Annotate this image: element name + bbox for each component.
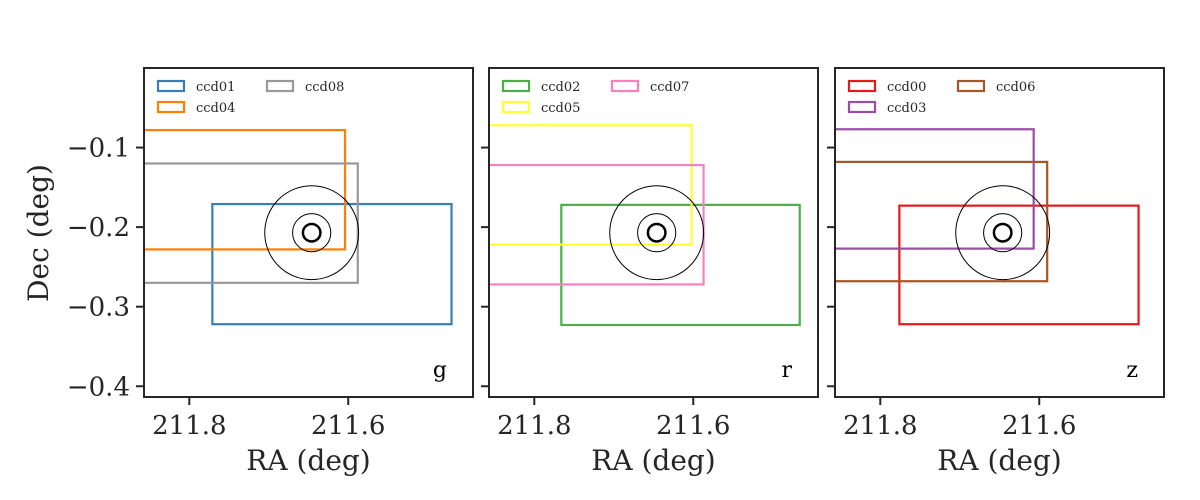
band-label: r (781, 358, 792, 383)
legend-swatch-ccd07 (610, 79, 640, 93)
aperture-circle-1 (609, 185, 705, 281)
x-tick-label: 211.6 (311, 411, 385, 441)
aperture-circle-1 (955, 185, 1051, 281)
aperture-circle-1 (264, 185, 360, 281)
legend-label-ccd06: ccd06 (996, 80, 1035, 95)
ccd-footprint-ccd08 (144, 162, 359, 284)
legend-swatch-ccd02 (501, 79, 531, 93)
ccd-footprint-ccd06 (835, 160, 1049, 283)
legend-label-ccd07: ccd07 (650, 80, 689, 95)
legend-label-ccd05: ccd05 (541, 101, 580, 116)
ccd-footprint-ccd05 (489, 124, 693, 246)
x-axis-label: RA (deg) (937, 444, 1061, 477)
legend-label-ccd04: ccd04 (196, 101, 235, 116)
target-marker (992, 222, 1013, 243)
x-tick-label: 211.8 (843, 411, 917, 441)
legend-swatch-ccd00 (847, 79, 877, 93)
plot-area (489, 124, 801, 327)
panel-g: 211.8 211.6RA (deg) −0.1 −0.2 −0.3 −0.4 g ccd01… (67, 67, 474, 477)
y-tick-label: −0.4 (67, 372, 130, 402)
target-marker (646, 222, 667, 243)
y-tick-label: −0.2 (67, 213, 130, 243)
legend-label-ccd00: ccd00 (887, 80, 926, 95)
legend-label-ccd02: ccd02 (541, 80, 580, 95)
axes-frame (488, 67, 819, 398)
ccd-footprint-ccd07 (489, 163, 705, 286)
x-axis-label: RA (deg) (246, 444, 370, 477)
band-label: z (1126, 358, 1138, 383)
plot-area (144, 128, 453, 326)
x-tick-label: 211.6 (1002, 411, 1076, 441)
legend-label-ccd03: ccd03 (887, 101, 926, 116)
x-tick-label: 211.8 (497, 411, 571, 441)
y-axis-label: Dec (deg) (22, 164, 55, 302)
x-tick-label: 211.8 (152, 411, 226, 441)
legend-swatch-ccd01 (156, 79, 186, 93)
target-marker (301, 222, 322, 243)
legend-swatch-ccd04 (156, 100, 186, 114)
legend-swatch-ccd06 (956, 79, 986, 93)
legend: ccd01 ccd04 ccd08 (156, 79, 344, 116)
legend-label-ccd08: ccd08 (305, 80, 344, 95)
legend-label-ccd01: ccd01 (196, 80, 235, 95)
axes-frame (834, 67, 1165, 398)
ccd-footprint-ccd02 (560, 203, 801, 327)
y-tick-label: −0.3 (67, 293, 130, 323)
band-label: g (433, 358, 447, 383)
x-tick-label: 211.6 (656, 411, 730, 441)
legend-swatch-ccd05 (501, 100, 531, 114)
plot-area (835, 128, 1140, 326)
legend-swatch-ccd03 (847, 100, 877, 114)
ccd-footprint-ccd03 (835, 128, 1035, 250)
panel-z: 211.8 211.6RA (deg) z ccd00 ccd03 ccd06 (827, 67, 1165, 477)
panel-r: 211.8 211.6RA (deg) r ccd02 ccd05 ccd07 (481, 67, 819, 477)
legend: ccd02 ccd05 ccd07 (501, 79, 689, 116)
axes-frame (143, 67, 474, 398)
ccd-footprint-ccd01 (211, 202, 453, 326)
ccd-footprint-ccd00 (898, 204, 1140, 326)
legend: ccd00 ccd03 ccd06 (847, 79, 1035, 116)
legend-swatch-ccd08 (265, 79, 295, 93)
y-tick-label: −0.1 (67, 134, 130, 164)
x-axis-label: RA (deg) (591, 444, 715, 477)
aperture-circle-0 (637, 213, 677, 253)
ccd-footprint-ccd04 (144, 128, 347, 251)
aperture-circle-0 (292, 213, 332, 253)
aperture-circle-0 (983, 213, 1023, 253)
